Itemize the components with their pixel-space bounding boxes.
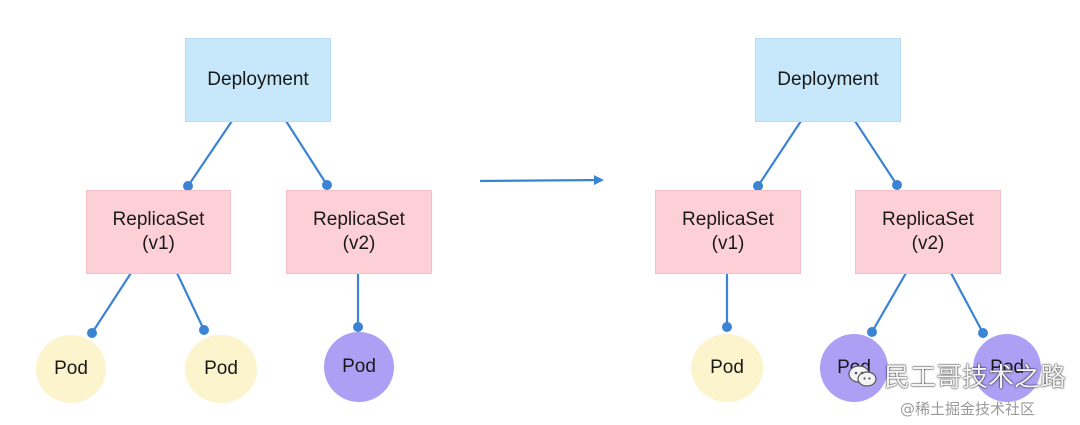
left-replicaset-v1-version: (v1) [142, 233, 175, 254]
link-endpoint-dot [753, 181, 763, 191]
right-deployment-box: Deployment [755, 38, 901, 122]
left-deployment-label: Deployment [207, 69, 309, 90]
right-replicaset-v1-version: (v1) [711, 233, 745, 254]
link-endpoint-dot [199, 325, 209, 335]
link-left-rs1-pod2 [175, 271, 206, 332]
right-replicaset-v2-label: ReplicaSet [882, 209, 974, 230]
link-left-deploy-rs1 [186, 119, 234, 188]
left-replicaset-v2-version: (v2) [342, 233, 376, 254]
left-pod-2-label: Pod [204, 358, 238, 379]
link-endpoint-dot [183, 181, 193, 191]
wechat-icon [848, 364, 878, 388]
left-replicaset-v1-box: ReplicaSet (v1) [86, 190, 231, 274]
left-replicaset-v2-label: ReplicaSet [313, 209, 405, 230]
left-pod-2: Pod [185, 335, 257, 403]
link-endpoint-dot [892, 180, 902, 190]
left-replicaset-v2-box: ReplicaSet (v2) [286, 190, 432, 274]
link-right-deploy-rs1 [756, 119, 803, 188]
transition-arrow [479, 175, 604, 186]
left-pod-3-label: Pod [342, 356, 376, 377]
left-replicaset-v1-label: ReplicaSet [112, 209, 205, 230]
link-left-rs1-pod1 [90, 271, 133, 335]
link-left-deploy-rs2 [284, 119, 329, 187]
right-pod-3-label: Pod [990, 357, 1024, 378]
link-right-deploy-rs2 [853, 119, 899, 187]
link-endpoint-dot [87, 328, 97, 338]
link-endpoint-dot [867, 327, 877, 337]
left-pod-1: Pod [36, 335, 106, 403]
link-endpoint-dot [978, 328, 988, 338]
watermark-sub: @稀土掘金技术社区 [900, 400, 1036, 418]
right-replicaset-v1-box: ReplicaSet (v1) [655, 190, 801, 274]
right-replicaset-v1-label: ReplicaSet [682, 209, 774, 230]
right-pod-1-label: Pod [710, 357, 744, 378]
link-endpoint-dot [722, 322, 732, 332]
right-pod-1: Pod [691, 334, 763, 402]
watermark-main-text: 民工哥技术之路 [884, 363, 1067, 393]
right-deployment-label: Deployment [777, 69, 879, 90]
link-endpoint-dot [322, 180, 332, 190]
right-pod-3: Pod [973, 334, 1041, 402]
right-replicaset-v2-version: (v2) [911, 233, 945, 254]
left-deployment-box: Deployment [185, 38, 331, 122]
link-endpoint-dot [353, 322, 363, 332]
link-right-rs2-pod3 [949, 271, 985, 335]
watermark-main: 民工哥技术之路 [848, 357, 1066, 394]
right-replicaset-v2-box: ReplicaSet (v2) [855, 190, 1001, 274]
link-right-rs2-pod2 [870, 271, 908, 334]
left-pod-3: Pod [324, 332, 394, 402]
left-pod-1-label: Pod [54, 358, 88, 379]
